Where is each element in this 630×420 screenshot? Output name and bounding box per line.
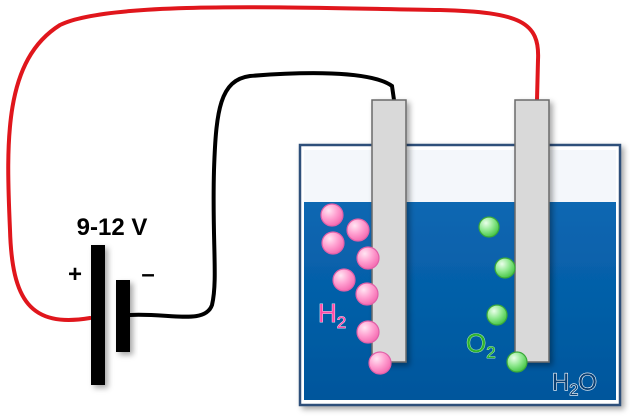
voltage-label: 9-12 V bbox=[77, 214, 148, 241]
oxygen-bubble bbox=[506, 351, 528, 373]
hydrogen-bubble bbox=[332, 268, 356, 292]
oxygen-bubble bbox=[486, 304, 508, 326]
water-symbol-o: O bbox=[578, 369, 597, 396]
electrodes bbox=[371, 99, 550, 363]
oxygen-label: O2 bbox=[466, 328, 496, 362]
hydrogen-symbol: H bbox=[318, 298, 337, 328]
negative-terminal-label: – bbox=[141, 261, 154, 288]
battery bbox=[91, 245, 130, 385]
hydrogen-bubble bbox=[320, 203, 344, 227]
hydrogen-label: H2 bbox=[318, 298, 346, 332]
water-symbol-h: H bbox=[552, 369, 569, 396]
hydrogen-bubble bbox=[355, 282, 379, 306]
oxygen-symbol: O bbox=[466, 328, 486, 358]
oxygen-bubble bbox=[478, 216, 500, 238]
negative-wire bbox=[128, 71, 396, 319]
cathode-electrode bbox=[371, 99, 407, 363]
water-subscript: 2 bbox=[569, 382, 578, 399]
hydrogen-bubble bbox=[356, 320, 380, 344]
hydrogen-bubble bbox=[346, 218, 370, 242]
oxygen-bubbles bbox=[478, 216, 528, 373]
positive-wire bbox=[6, 5, 541, 322]
anode-electrode bbox=[514, 99, 550, 363]
battery-positive-plate bbox=[91, 245, 105, 385]
hydrogen-subscript: 2 bbox=[337, 313, 346, 332]
water-shine bbox=[304, 150, 616, 202]
positive-terminal-label: + bbox=[68, 261, 82, 288]
battery-negative-plate bbox=[116, 280, 130, 352]
hydrogen-bubbles bbox=[320, 203, 392, 375]
hydrogen-bubble bbox=[368, 351, 392, 375]
water-label: H2O bbox=[552, 369, 597, 399]
oxygen-subscript: 2 bbox=[486, 343, 495, 362]
oxygen-bubble bbox=[494, 257, 516, 279]
hydrogen-bubble bbox=[356, 246, 380, 270]
hydrogen-bubble bbox=[321, 231, 345, 255]
